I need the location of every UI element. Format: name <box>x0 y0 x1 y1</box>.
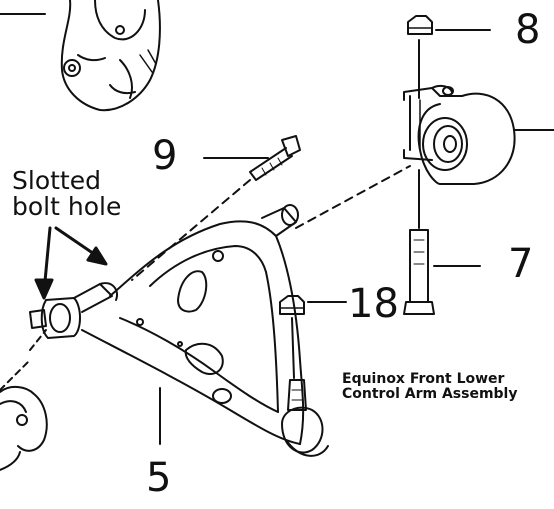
callout-9: 9 <box>152 133 178 179</box>
nut-18 <box>279 295 305 315</box>
bolt-7 <box>403 229 435 315</box>
slotted-bolt-hole-note: Slotted bolt hole <box>12 166 122 222</box>
steering-knuckle <box>60 0 161 112</box>
note-line-1: Slotted <box>12 166 101 195</box>
callout-7: 7 <box>508 241 534 287</box>
note-line-2: bolt hole <box>12 192 122 222</box>
diagram-caption: Equinox Front Lower Control Arm Assembly <box>342 371 518 403</box>
subframe-axis <box>0 359 31 391</box>
nut-8 <box>407 15 433 35</box>
bolt-9 <box>249 135 301 181</box>
callout-5: 5 <box>146 455 172 501</box>
subframe-fragment <box>0 386 48 471</box>
caption-line-1: Equinox Front Lower <box>342 371 505 387</box>
bolt-9-axis <box>131 179 251 281</box>
bushing-assembly <box>403 84 554 185</box>
caption-line-2: Control Arm Assembly <box>342 386 518 403</box>
rear-bushing-axis <box>295 165 411 229</box>
slotted-hole-arrows <box>34 226 108 300</box>
callout-8: 8 <box>515 7 541 53</box>
lower-control-arm <box>29 204 329 457</box>
front-axis <box>29 329 47 351</box>
ball-joint-axis <box>291 317 295 379</box>
callout-18: 18 <box>348 281 399 327</box>
